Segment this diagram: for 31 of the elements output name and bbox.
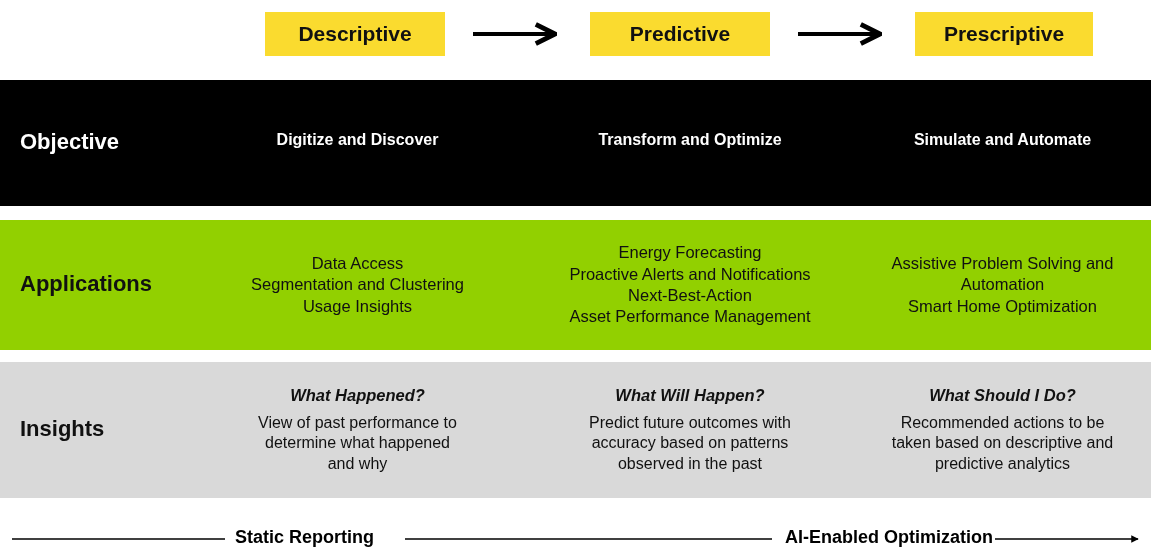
row-band [0,220,1151,350]
row-header: Applications [20,271,152,297]
application-item: Usage Insights [302,295,413,317]
application-item: Proactive Alerts and Notifications [569,263,811,285]
row-header: Insights [20,416,105,442]
application-item: Asset Performance Management [569,306,811,328]
insight-description: View of past performance to determine what happened and why [257,412,458,475]
stage-label: Prescriptive [915,12,1093,56]
application-item: Energy Forecasting [618,242,762,264]
row-band [0,80,1151,206]
stage-label: Descriptive [265,12,445,56]
objective-text: Transform and Optimize [598,129,782,150]
application-item: Assistive Problem Solving and Automation [890,252,1115,296]
arrow [798,22,883,46]
objective-text: Simulate and Automate [913,129,1092,150]
application-item: Smart Home Optimization [908,295,1097,317]
objective-text: Digitize and Discover [276,129,439,150]
application-item: Segmentation and Clustering [251,274,464,296]
insight-description: Predict future outcomes with accuracy based on patterns observed in the past [588,412,792,475]
insight-question: What Happened? [290,385,425,407]
progress-label: Static Reporting [235,527,374,548]
application-item: Data Access [311,252,404,274]
progress-label: AI-Enabled Optimization [785,527,993,548]
insight-question: What Will Happen? [615,385,765,407]
row-band [0,362,1151,498]
row-header: Objective [20,129,120,155]
insight-description: Recommended actions to be taken based on descriptive and predictive analytics [890,412,1115,475]
stage-label: Predictive [590,12,770,56]
application-item: Next-Best-Action [628,285,752,306]
insight-question: What Should I Do? [929,385,1076,407]
arrow [473,22,558,46]
